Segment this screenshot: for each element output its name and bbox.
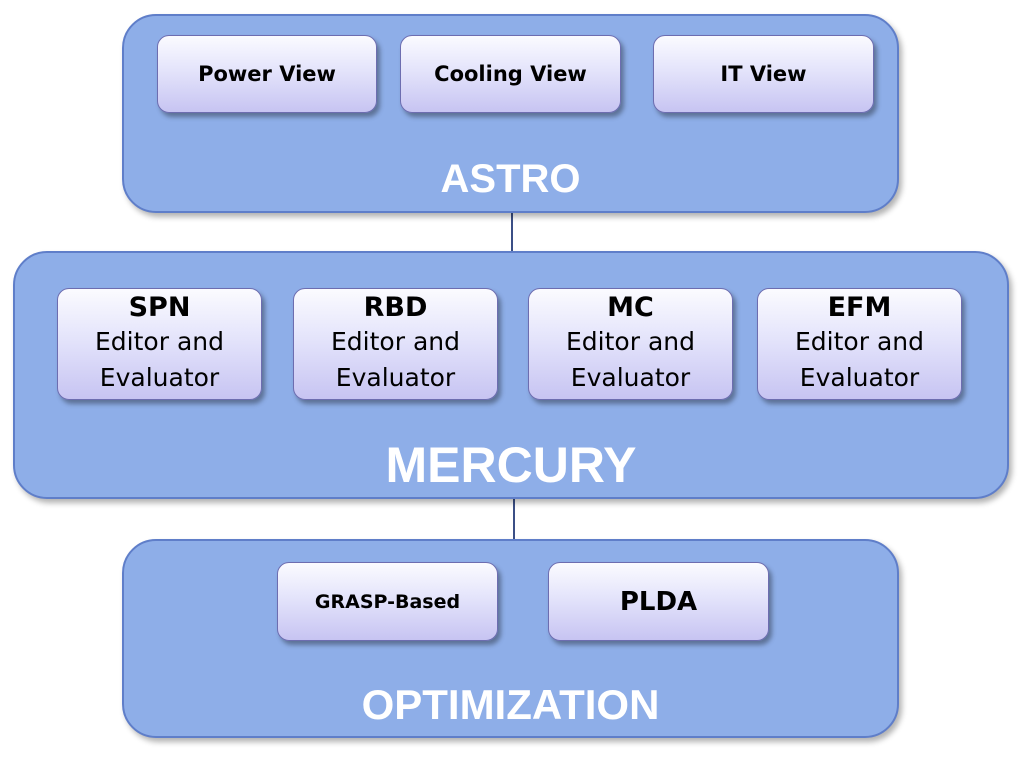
astro-title: ASTRO bbox=[440, 157, 581, 201]
mc-line1: Editor and bbox=[566, 327, 695, 356]
mc-label: MC bbox=[607, 292, 654, 323]
spn-label: SPN bbox=[128, 292, 191, 323]
spn-line2: Evaluator bbox=[99, 363, 220, 392]
spn-line1: Editor and bbox=[95, 327, 224, 356]
efm-line1: Editor and bbox=[795, 327, 924, 356]
astro-mercury-connector bbox=[511, 212, 513, 252]
grasp-based-module[interactable]: GRASP-Based bbox=[277, 562, 498, 641]
mc-line2: Evaluator bbox=[570, 363, 691, 392]
spn-module[interactable]: SPN Editor and Evaluator bbox=[57, 288, 262, 400]
plda-module[interactable]: PLDA bbox=[548, 562, 769, 641]
power-view-label: Power View bbox=[198, 62, 336, 86]
mercury-layer: SPN Editor and Evaluator RBD Editor and … bbox=[13, 251, 1009, 499]
cooling-view-module[interactable]: Cooling View bbox=[400, 35, 621, 113]
plda-label: PLDA bbox=[619, 586, 698, 617]
grasp-based-label: GRASP-Based bbox=[314, 590, 461, 613]
rbd-line1: Editor and bbox=[331, 327, 460, 356]
astro-layer: Power View Cooling View IT View ASTRO bbox=[122, 14, 899, 213]
rbd-label: RBD bbox=[363, 292, 428, 323]
optimization-title: OPTIMIZATION bbox=[361, 681, 660, 728]
mercury-optimization-connector bbox=[513, 498, 515, 540]
efm-line2: Evaluator bbox=[799, 363, 920, 392]
it-view-module[interactable]: IT View bbox=[653, 35, 874, 113]
cooling-view-label: Cooling View bbox=[434, 62, 587, 86]
power-view-module[interactable]: Power View bbox=[157, 35, 377, 113]
optimization-layer: GRASP-Based PLDA OPTIMIZATION bbox=[122, 539, 899, 738]
efm-label: EFM bbox=[827, 292, 892, 323]
mercury-title: MERCURY bbox=[385, 437, 637, 493]
mc-module[interactable]: MC Editor and Evaluator bbox=[528, 288, 733, 400]
rbd-line2: Evaluator bbox=[335, 363, 456, 392]
efm-module[interactable]: EFM Editor and Evaluator bbox=[757, 288, 962, 400]
it-view-label: IT View bbox=[720, 62, 807, 86]
rbd-module[interactable]: RBD Editor and Evaluator bbox=[293, 288, 498, 400]
